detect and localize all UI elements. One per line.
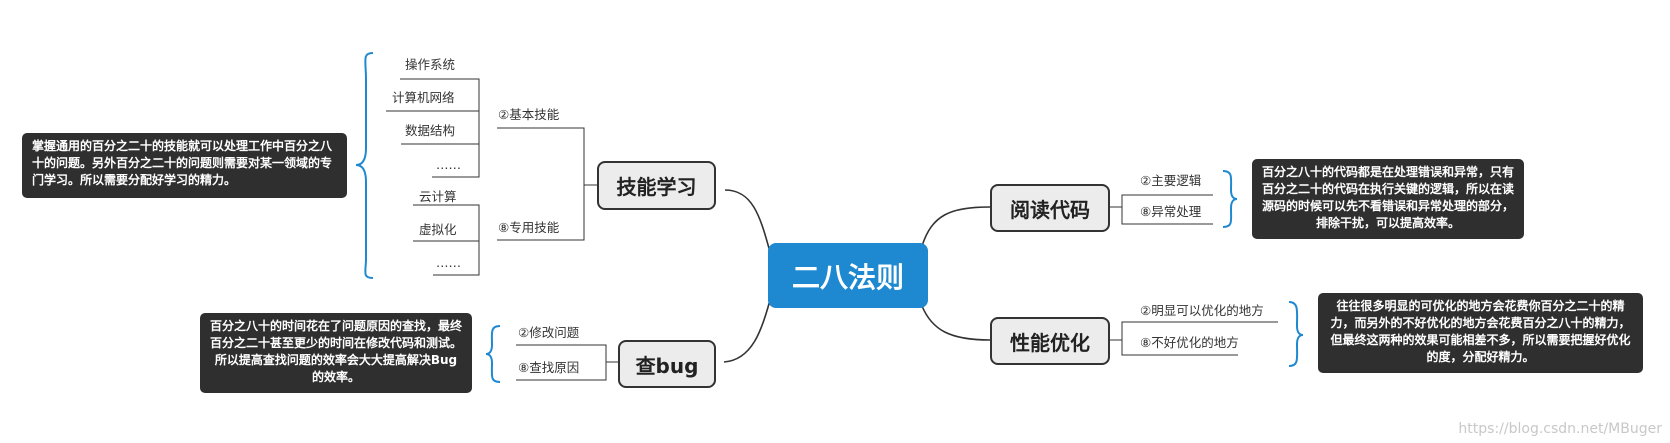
note-performance[interactable]: 往往很多明显的可优化的地方会花费你百分之二十的精力，而另外的不好优化的地方会花费… — [1318, 293, 1643, 373]
note-skill-learning[interactable]: 掌握通用的百分之二十的技能就可以处理工作中百分之八十的问题。另外百分之二十的问题… — [22, 133, 347, 198]
topic-performance[interactable]: 性能优化 — [990, 317, 1110, 365]
leaf-main-logic[interactable]: ②主要逻辑 — [1140, 173, 1202, 188]
topic-read-code-label: 阅读代码 — [1010, 197, 1090, 222]
subtopic-basic-skills[interactable]: ②基本技能 — [498, 107, 560, 122]
note-read-code[interactable]: 百分之八十的代码都是在处理错误和异常，只有百分之二十的代码在执行关键的逻辑，所以… — [1252, 159, 1524, 239]
leaf-find-cause[interactable]: ⑧查找原因 — [518, 360, 580, 375]
topic-find-bug[interactable]: 查bug — [618, 340, 716, 388]
leaf-hard-optimizations[interactable]: ⑧不好优化的地方 — [1140, 335, 1239, 350]
leaf-cloud-computing[interactable]: 云计算 — [419, 189, 457, 204]
subtopic-special-skills[interactable]: ⑧专用技能 — [498, 220, 560, 235]
topic-performance-label: 性能优化 — [1010, 330, 1090, 355]
topic-skill-learning[interactable]: 技能学习 — [597, 161, 716, 210]
topic-find-bug-label: 查bug — [635, 353, 699, 378]
watermark: https://blog.csdn.net/MBuger — [1458, 421, 1662, 437]
leaf-special-more[interactable]: …… — [436, 255, 461, 270]
topic-read-code[interactable]: 阅读代码 — [990, 184, 1110, 232]
leaf-computer-network[interactable]: 计算机网络 — [392, 90, 455, 105]
leaf-basic-more[interactable]: …… — [436, 157, 461, 172]
leaf-data-structure[interactable]: 数据结构 — [405, 123, 456, 138]
note-find-bug[interactable]: 百分之八十的时间花在了问题原因的查找，最终百分之二十甚至更少的时间在修改代码和测… — [200, 313, 472, 393]
leaf-fix-issue[interactable]: ②修改问题 — [518, 325, 580, 340]
leaf-virtualization[interactable]: 虚拟化 — [419, 222, 457, 237]
topic-skill-learning-label: 技能学习 — [616, 175, 697, 199]
central-topic[interactable]: 二八法则 — [768, 243, 928, 308]
leaf-exception-handling[interactable]: ⑧异常处理 — [1140, 204, 1202, 219]
leaf-operating-system[interactable]: 操作系统 — [405, 57, 456, 72]
leaf-obvious-optimizations[interactable]: ②明显可以优化的地方 — [1140, 303, 1264, 318]
central-topic-label: 二八法则 — [791, 260, 904, 294]
